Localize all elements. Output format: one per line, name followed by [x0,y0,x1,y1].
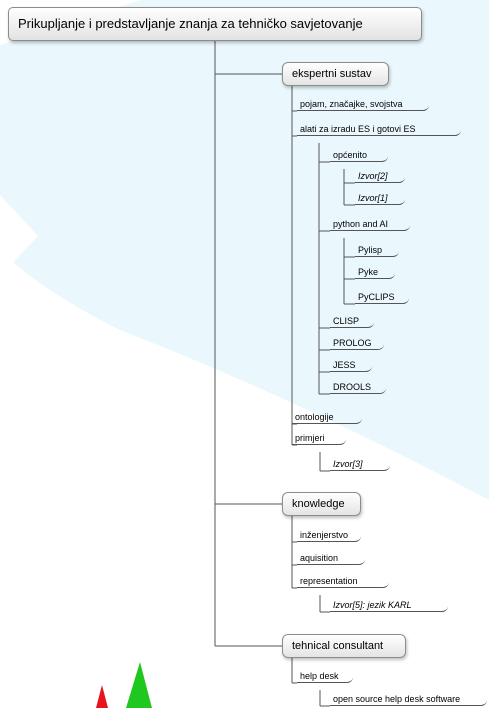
topic-jess[interactable]: JESS [330,359,372,372]
topic-aquisition[interactable]: aquisition [297,552,365,565]
green-cone [126,662,152,708]
topic-ontologije[interactable]: ontologije [292,411,362,424]
topic-inzenjerstvo[interactable]: inženjerstvo [297,529,361,542]
topic-prolog[interactable]: PROLOG [330,337,384,350]
topic-izvor-3[interactable]: Izvor[3] [330,458,390,471]
topic-representation[interactable]: representation [297,575,389,588]
topic-izvor-1[interactable]: Izvor[1] [355,192,405,205]
topic-pyclips[interactable]: PyCLIPS [355,291,409,304]
topic-help-desk[interactable]: help desk [297,670,353,683]
branch-knowledge[interactable]: knowledge [282,492,361,516]
topic-izvor-5[interactable]: Izvor[5]: jezik KARL [330,599,448,612]
topic-open-source-help-desk[interactable]: open source help desk software [330,693,487,706]
topic-drools[interactable]: DROOLS [330,381,386,394]
topic-pylisp[interactable]: Pylisp [355,244,399,257]
topic-alati[interactable]: alati za izradu ES i gotovi ES [297,123,461,136]
topic-pyke[interactable]: Pyke [355,266,395,279]
topic-python-and-ai[interactable]: python and AI [330,218,410,231]
topic-izvor-2[interactable]: Izvor[2] [355,170,405,183]
branch-tehnical-consultant[interactable]: tehnical consultant [282,634,406,658]
watermark-shape [0,0,489,500]
topic-primjeri[interactable]: primjeri [292,432,346,445]
watermark-arrow [0,195,38,268]
topic-opcenito[interactable]: općenito [330,149,388,162]
red-cone [96,685,108,708]
root-topic[interactable]: Prikupljanje i predstavljanje znanja za … [8,7,422,41]
topic-pojam[interactable]: pojam, značajke, svojstva [297,98,429,111]
topic-clisp[interactable]: CLISP [330,315,374,328]
branch-ekspertni-sustav[interactable]: ekspertni sustav [282,62,389,86]
